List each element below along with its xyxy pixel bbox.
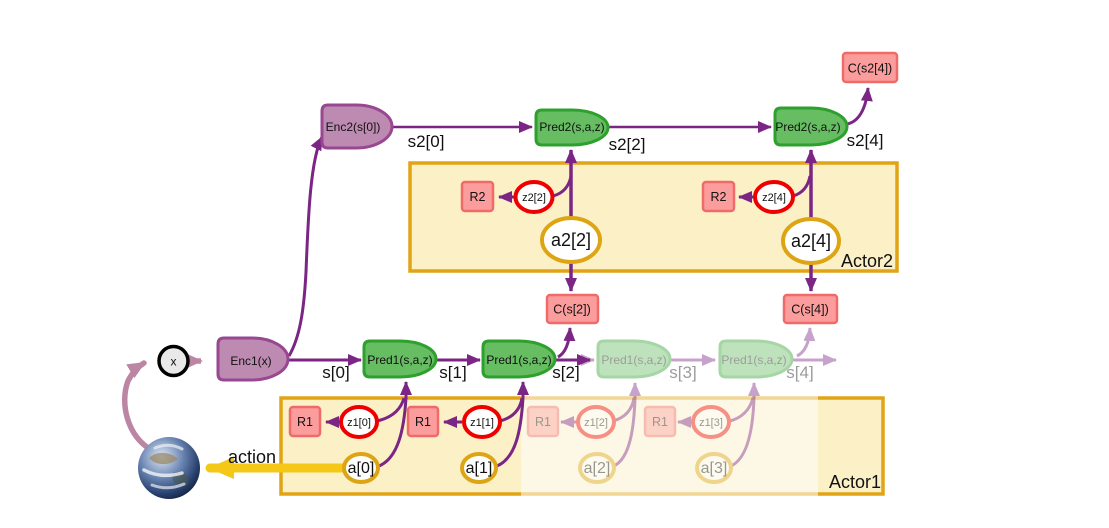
arrow-world-to-x	[122, 360, 156, 454]
enc1-shape	[216, 336, 290, 382]
state-label-s1: s[1]	[439, 363, 466, 382]
cost-label-cs24: C(s2[4])	[848, 62, 892, 76]
action-node-a1	[460, 452, 498, 484]
enc1-label: Enc1(x)	[230, 354, 271, 368]
reward-box-r1-0	[288, 405, 322, 438]
action-node-a2-4	[781, 217, 841, 265]
latent-label-z1-0: z1[0]	[347, 417, 371, 429]
cost-box-cs2	[545, 293, 600, 325]
latent-label-z2-4: z2[4]	[762, 192, 786, 204]
arrow-pred2-2-to-cs24	[846, 87, 873, 126]
cost-label-cs4: C(s[4])	[791, 303, 829, 317]
pred1-shape-4	[718, 339, 794, 379]
state-label-s3: s[3]	[669, 363, 696, 382]
latent-node-z2-4	[753, 180, 795, 214]
latent-node-z1-0	[339, 405, 379, 439]
action-node-a2idx	[578, 452, 616, 484]
state-label-s4: s[4]	[786, 363, 813, 382]
latent-node-z2-2	[513, 180, 555, 214]
actor1-title: Actor1	[829, 472, 881, 492]
pred1-shape-1	[362, 339, 438, 379]
arrow-enc1-to-enc2	[287, 136, 324, 357]
pred1-label-3: Pred1(s,a,z)	[601, 353, 666, 367]
action-label-a2idx: a[2]	[584, 460, 611, 477]
pred1-label-2: Pred1(s,a,z)	[486, 353, 551, 367]
actor2-title: Actor2	[841, 251, 893, 271]
pred1-label-1: Pred1(s,a,z)	[367, 353, 432, 367]
action-node-a2-2	[540, 216, 602, 264]
latent-label-z1-3: z1[3]	[699, 417, 723, 429]
cost-box-cs4	[782, 293, 839, 325]
state-label-s2: s[2]	[552, 363, 579, 382]
action-label-a1: a[1]	[466, 460, 493, 477]
pred2-shape-1	[534, 108, 610, 147]
latent-node-z1-3	[691, 405, 731, 439]
reward-box-r1-2	[526, 405, 560, 438]
actor1-fade-overlay	[521, 395, 818, 497]
state-label-s2-4: s2[4]	[847, 131, 884, 150]
faded-rollout-group: Pred1(s,a,z) Pred1(s,a,z) s[3] s[4] R1 R…	[526, 327, 837, 484]
reward-label-r1-2: R1	[535, 415, 551, 429]
arrow-z2-4-to-pred2-2	[792, 175, 812, 198]
state-label-s0: s[0]	[322, 363, 349, 382]
pred2-label-1: Pred2(s,a,z)	[539, 120, 604, 134]
reward-label-r1-1: R1	[415, 415, 431, 429]
action-label-a2-4: a2[4]	[791, 231, 831, 251]
pred1-label-4: Pred1(s,a,z)	[721, 353, 786, 367]
observation-label-x: x	[171, 355, 177, 369]
action-label-a0: a[0]	[348, 460, 375, 477]
earth-globe	[138, 437, 200, 499]
reward-label-r1-0: R1	[297, 415, 313, 429]
reward-box-r2-0	[460, 180, 495, 213]
pred2-label-2: Pred2(s,a,z)	[775, 120, 840, 134]
reward-box-r1-1	[406, 405, 440, 438]
pred1-shape-3	[596, 339, 672, 379]
state-label-s2-2: s2[2]	[609, 135, 646, 154]
arrow-z1-1-to-pred1-2	[499, 397, 524, 423]
reward-label-r1-3: R1	[652, 415, 668, 429]
arrow-pred1-2-to-cs2	[557, 327, 576, 359]
latent-label-z1-1: z1[1]	[470, 417, 494, 429]
reward-label-r2-1: R2	[711, 190, 727, 204]
pred1-shape-2	[481, 339, 557, 379]
reward-label-r2-0: R2	[470, 190, 486, 204]
action-label-a2-2: a2[2]	[551, 230, 591, 250]
latent-label-z1-2: z1[2]	[584, 417, 608, 429]
arrow-z1-0-to-pred1-1	[376, 397, 406, 423]
arrow-a2idx-to-pred1-3	[613, 382, 641, 468]
reward-box-r2-1	[701, 180, 736, 213]
cost-label-cs2: C(s[2])	[553, 303, 591, 317]
arrow-z2-2-to-pred2-1	[552, 175, 573, 198]
arrow-a3-to-pred1-4	[730, 382, 760, 468]
action-node-a3	[695, 452, 733, 484]
state-label-s2-0: s2[0]	[408, 132, 445, 151]
latent-node-z1-1	[462, 405, 502, 439]
action-label-a3: a[3]	[701, 460, 728, 477]
action-arrow-label: action	[228, 447, 276, 467]
enc2-shape	[320, 103, 394, 150]
arrow-z1-2-to-pred1-3	[612, 397, 636, 423]
arrow-a0-to-pred1-1	[378, 381, 412, 468]
latent-label-z2-2: z2[2]	[522, 192, 546, 204]
pred2-shape-2	[773, 106, 849, 147]
arrow-pred1-4-to-cs4	[796, 327, 816, 358]
arrow-z1-3-to-pred1-4	[729, 397, 755, 423]
enc2-label: Enc2(s[0])	[326, 120, 381, 134]
action-node-a0	[342, 452, 380, 484]
observation-node-x	[157, 344, 190, 378]
cost-box-cs24	[841, 51, 899, 84]
latent-node-z1-2	[576, 405, 616, 439]
reward-box-r1-3	[643, 405, 677, 438]
